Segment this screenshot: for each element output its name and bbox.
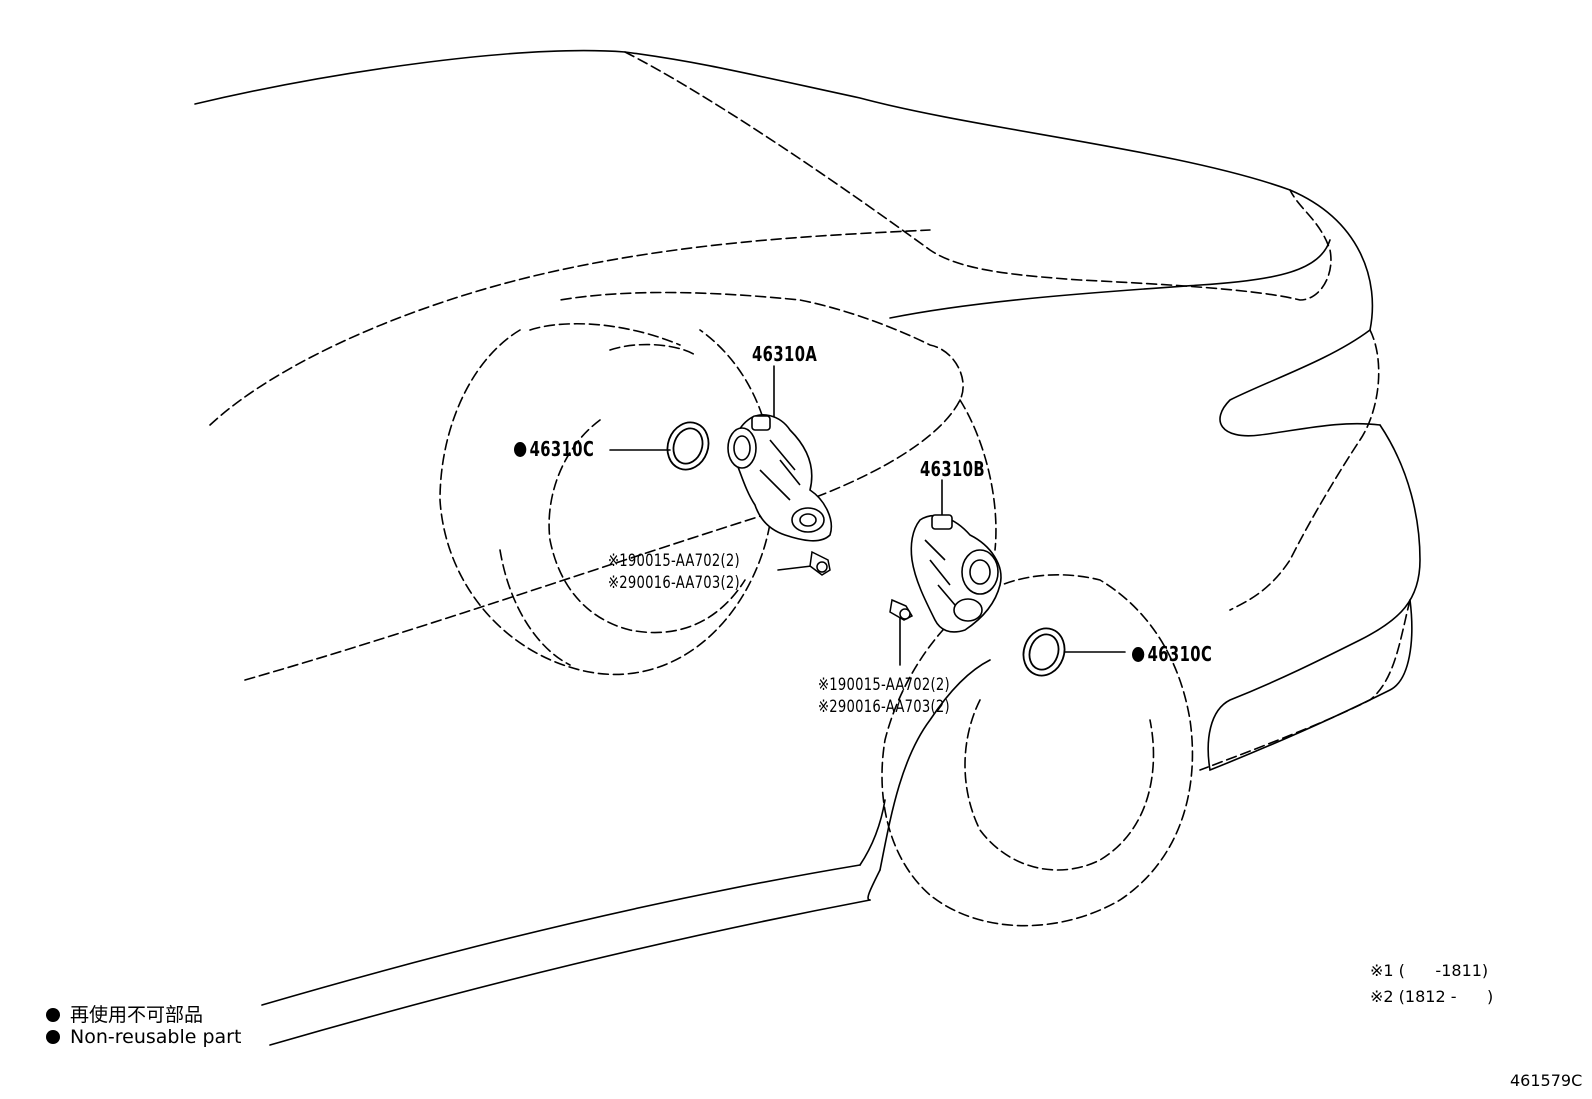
trunk-line xyxy=(889,239,1331,319)
bolt-front-part2: ※290016-AA703(2) xyxy=(608,573,740,593)
legend-dot-icon xyxy=(46,1008,60,1022)
taillight-line xyxy=(1219,329,1381,437)
note-2: ※2 (1812 - ) xyxy=(1370,987,1494,1006)
seal-ring-front xyxy=(666,421,710,471)
sill-connector xyxy=(859,799,886,866)
bolt-rear xyxy=(889,598,914,621)
front-wheel-arc3 xyxy=(529,322,681,346)
rear-wheel-inner xyxy=(964,699,1155,871)
non-reusable-dot-icon xyxy=(1132,647,1145,662)
bolt-rear-part1: ※190015-AA702(2) xyxy=(818,675,950,695)
seal-front-label: 46310C xyxy=(529,437,595,461)
bumper-line xyxy=(1207,424,1421,772)
callout-46310B: 46310B xyxy=(920,457,986,481)
callout-bolt-rear: ※190015-AA702(2) ※290016-AA703(2) xyxy=(818,674,950,718)
bumper-lower xyxy=(1199,599,1411,771)
front-wheel-outer xyxy=(439,329,775,676)
rear-quarter-line xyxy=(1229,329,1380,611)
roof-line xyxy=(194,49,1374,331)
seal-rear-label: 46310C xyxy=(1147,642,1213,666)
callout-bolt-front: ※190015-AA702(2) ※290016-AA703(2) xyxy=(608,550,740,594)
figure-number: 461579C xyxy=(1510,1071,1583,1090)
actuator-front xyxy=(727,414,832,542)
bolt-front xyxy=(809,550,831,576)
rear-wheel-outer xyxy=(881,574,1194,927)
legend-ja: 再使用不可部品 xyxy=(46,1000,203,1027)
bolt-front-part1: ※190015-AA702(2) xyxy=(608,551,740,571)
legend-en-text: Non-reusable part xyxy=(70,1026,242,1048)
legend-en: Non-reusable part xyxy=(46,1026,241,1048)
shoulder-line xyxy=(244,291,964,681)
bolt-rear-part2: ※290016-AA703(2) xyxy=(818,697,950,717)
rear-window-line xyxy=(624,51,1332,301)
legend-dot-icon xyxy=(46,1030,60,1044)
front-wheel-arc1 xyxy=(499,549,571,666)
body-line-upper xyxy=(209,229,931,426)
date-range-notes: ※1 ( -1811) ※2 (1812 - ) xyxy=(1370,958,1493,1010)
rocker-line xyxy=(867,869,881,901)
callout-seal-front: 46310C xyxy=(514,437,594,461)
legend-ja-text: 再使用不可部品 xyxy=(70,1004,204,1026)
callout-seal-rear: 46310C xyxy=(1132,642,1212,666)
note-1: ※1 ( -1811) xyxy=(1370,961,1489,980)
seal-ring-rear xyxy=(1022,627,1066,677)
non-reusable-dot-icon xyxy=(514,442,527,457)
sill-lower xyxy=(269,899,871,1046)
sill-upper xyxy=(261,864,861,1006)
actuator-rear xyxy=(910,514,1002,633)
rear-wheel-arch-body xyxy=(879,659,991,871)
front-wheel-inner xyxy=(548,419,746,634)
front-wheel-arc2 xyxy=(609,343,696,356)
door-line xyxy=(959,399,997,551)
callout-46310A: 46310A xyxy=(752,342,818,366)
